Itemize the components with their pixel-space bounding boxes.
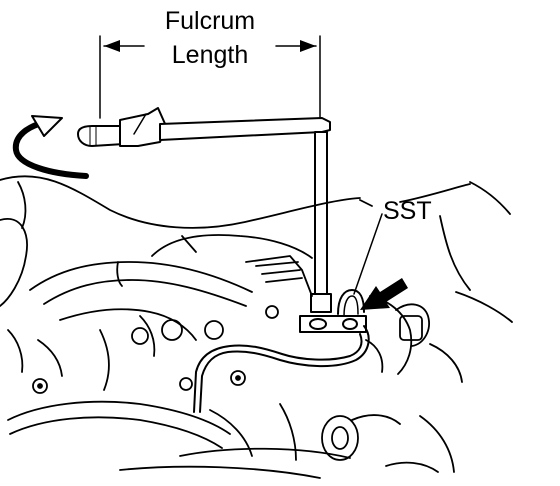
torque-wrench (77, 107, 332, 313)
fuel-line (193, 325, 370, 413)
curved-arrow-icon (12, 115, 89, 179)
pointer-arrow-icon (360, 278, 408, 310)
fulcrum-label: Fulcrum (164, 7, 256, 35)
sst-leader-line (353, 213, 383, 295)
wrench-grip (77, 125, 125, 147)
sst-tool (299, 289, 367, 333)
engine-body (0, 175, 513, 479)
sst-label: SST (383, 197, 432, 225)
dimension-arrow-icon (103, 40, 317, 52)
fulcrum-length-dimension (99, 35, 321, 119)
wrench-beam (159, 117, 331, 141)
wrench-extension-shaft (314, 131, 328, 305)
length-label: Length (171, 41, 249, 69)
